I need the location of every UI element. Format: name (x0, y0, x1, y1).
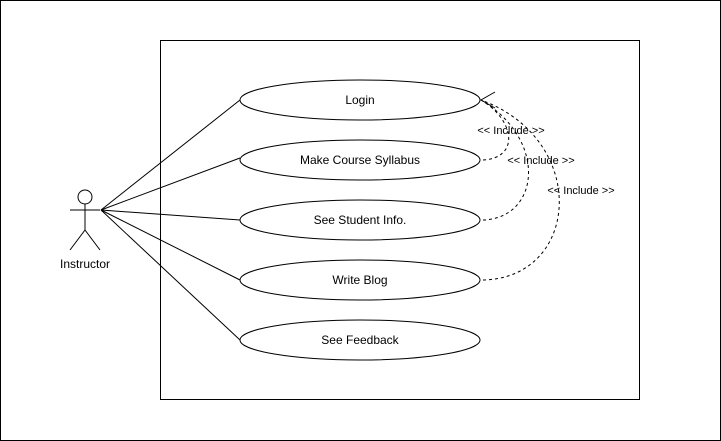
use-case-label-feedback: See Feedback (321, 333, 399, 347)
use-case-see-student-info[interactable] (239, 199, 481, 241)
include-label-3: << Include >> (547, 185, 614, 197)
actor-label: Instructor (60, 257, 110, 271)
use-case-label-login: Login (345, 93, 374, 107)
association-syllabus (100, 157, 241, 211)
actor-right-leg (84, 229, 101, 251)
include-relations (480, 99, 560, 281)
actor-head (77, 189, 93, 205)
include-line-blog (480, 99, 560, 281)
include-arrowhead (479, 91, 496, 109)
use-case-label-syllabus: Make Course Syllabus (300, 153, 420, 167)
use-case-make-course-syllabus[interactable] (239, 139, 481, 181)
use-case-label-student-info: See Student Info. (314, 213, 407, 227)
include-label-2: << Include >> (507, 155, 574, 167)
actor-figure[interactable] (69, 189, 101, 251)
use-case-login[interactable] (239, 79, 481, 121)
use-case-write-blog[interactable] (239, 259, 481, 301)
association-feedback (100, 209, 241, 341)
associations (100, 99, 241, 341)
use-case-label-blog: Write Blog (332, 273, 387, 287)
actor-left-leg (69, 229, 86, 251)
include-label-1: << Include >> (477, 125, 544, 137)
use-cases (239, 79, 481, 361)
association-login (100, 99, 241, 211)
use-case-see-feedback[interactable] (239, 319, 481, 361)
include-line-student-info (480, 99, 529, 221)
association-blog (100, 209, 241, 281)
association-student-info (100, 209, 241, 221)
